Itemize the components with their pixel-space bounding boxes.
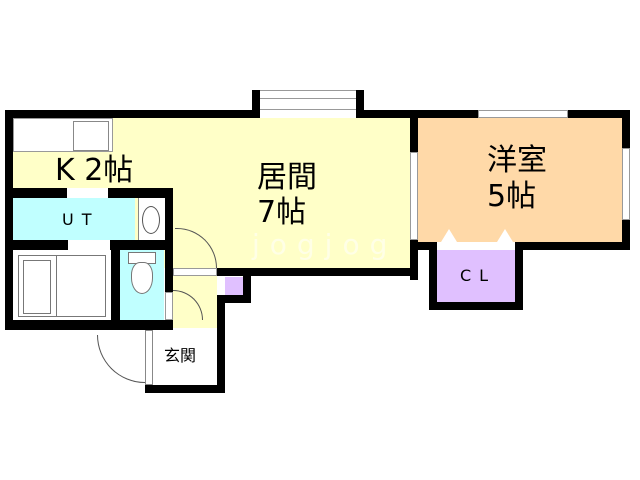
closet-door-marker	[441, 229, 457, 242]
wall	[165, 188, 173, 328]
sink-icon	[73, 121, 109, 151]
wall	[243, 268, 251, 303]
window	[478, 110, 568, 118]
ut-door	[67, 188, 108, 198]
wall	[429, 242, 437, 310]
storage-door	[217, 277, 225, 295]
wall	[252, 90, 260, 118]
western-label-name: 洋室	[487, 143, 547, 178]
bathroom	[13, 250, 111, 320]
closet-door	[437, 242, 515, 250]
hall-door	[173, 268, 217, 276]
bathtub-divider	[56, 255, 57, 317]
closet-door-marker	[497, 229, 513, 242]
watermark: jogjog	[252, 228, 398, 261]
wall	[108, 188, 173, 198]
wall	[5, 240, 68, 250]
wall	[5, 110, 260, 118]
basin-icon	[142, 206, 160, 234]
wall	[217, 295, 251, 303]
wall	[111, 240, 120, 328]
bathtub-inner	[23, 260, 51, 314]
utility-label: UT	[62, 210, 100, 229]
entrance-label: 玄関	[164, 346, 197, 365]
wall	[356, 90, 364, 118]
wall	[217, 295, 225, 393]
entrance	[145, 330, 217, 385]
wall	[5, 110, 13, 330]
closet	[437, 250, 515, 302]
storage-box	[225, 277, 243, 295]
entrance-door	[145, 330, 153, 385]
kitchen-label: K 2帖	[55, 153, 134, 188]
wall	[110, 240, 173, 250]
wall	[429, 302, 523, 310]
window	[410, 152, 418, 240]
window	[622, 148, 630, 220]
wall	[217, 268, 418, 276]
living-label-size: 7帖	[257, 195, 307, 230]
window	[260, 90, 356, 110]
wall	[515, 242, 523, 310]
toilet-door	[165, 292, 173, 320]
wall	[5, 188, 67, 198]
wall	[145, 385, 225, 393]
toilet-bowl-icon	[131, 262, 153, 294]
utility-room	[13, 198, 135, 240]
bathtub-icon	[18, 255, 106, 317]
bath-door	[68, 240, 110, 250]
western-room	[418, 118, 622, 242]
western-label-size: 5帖	[487, 179, 537, 214]
wall	[5, 320, 173, 330]
window-sill	[260, 98, 356, 99]
closet-label: CL	[460, 266, 497, 285]
door-swing	[97, 335, 145, 383]
living-label-name: 居間	[257, 160, 317, 195]
